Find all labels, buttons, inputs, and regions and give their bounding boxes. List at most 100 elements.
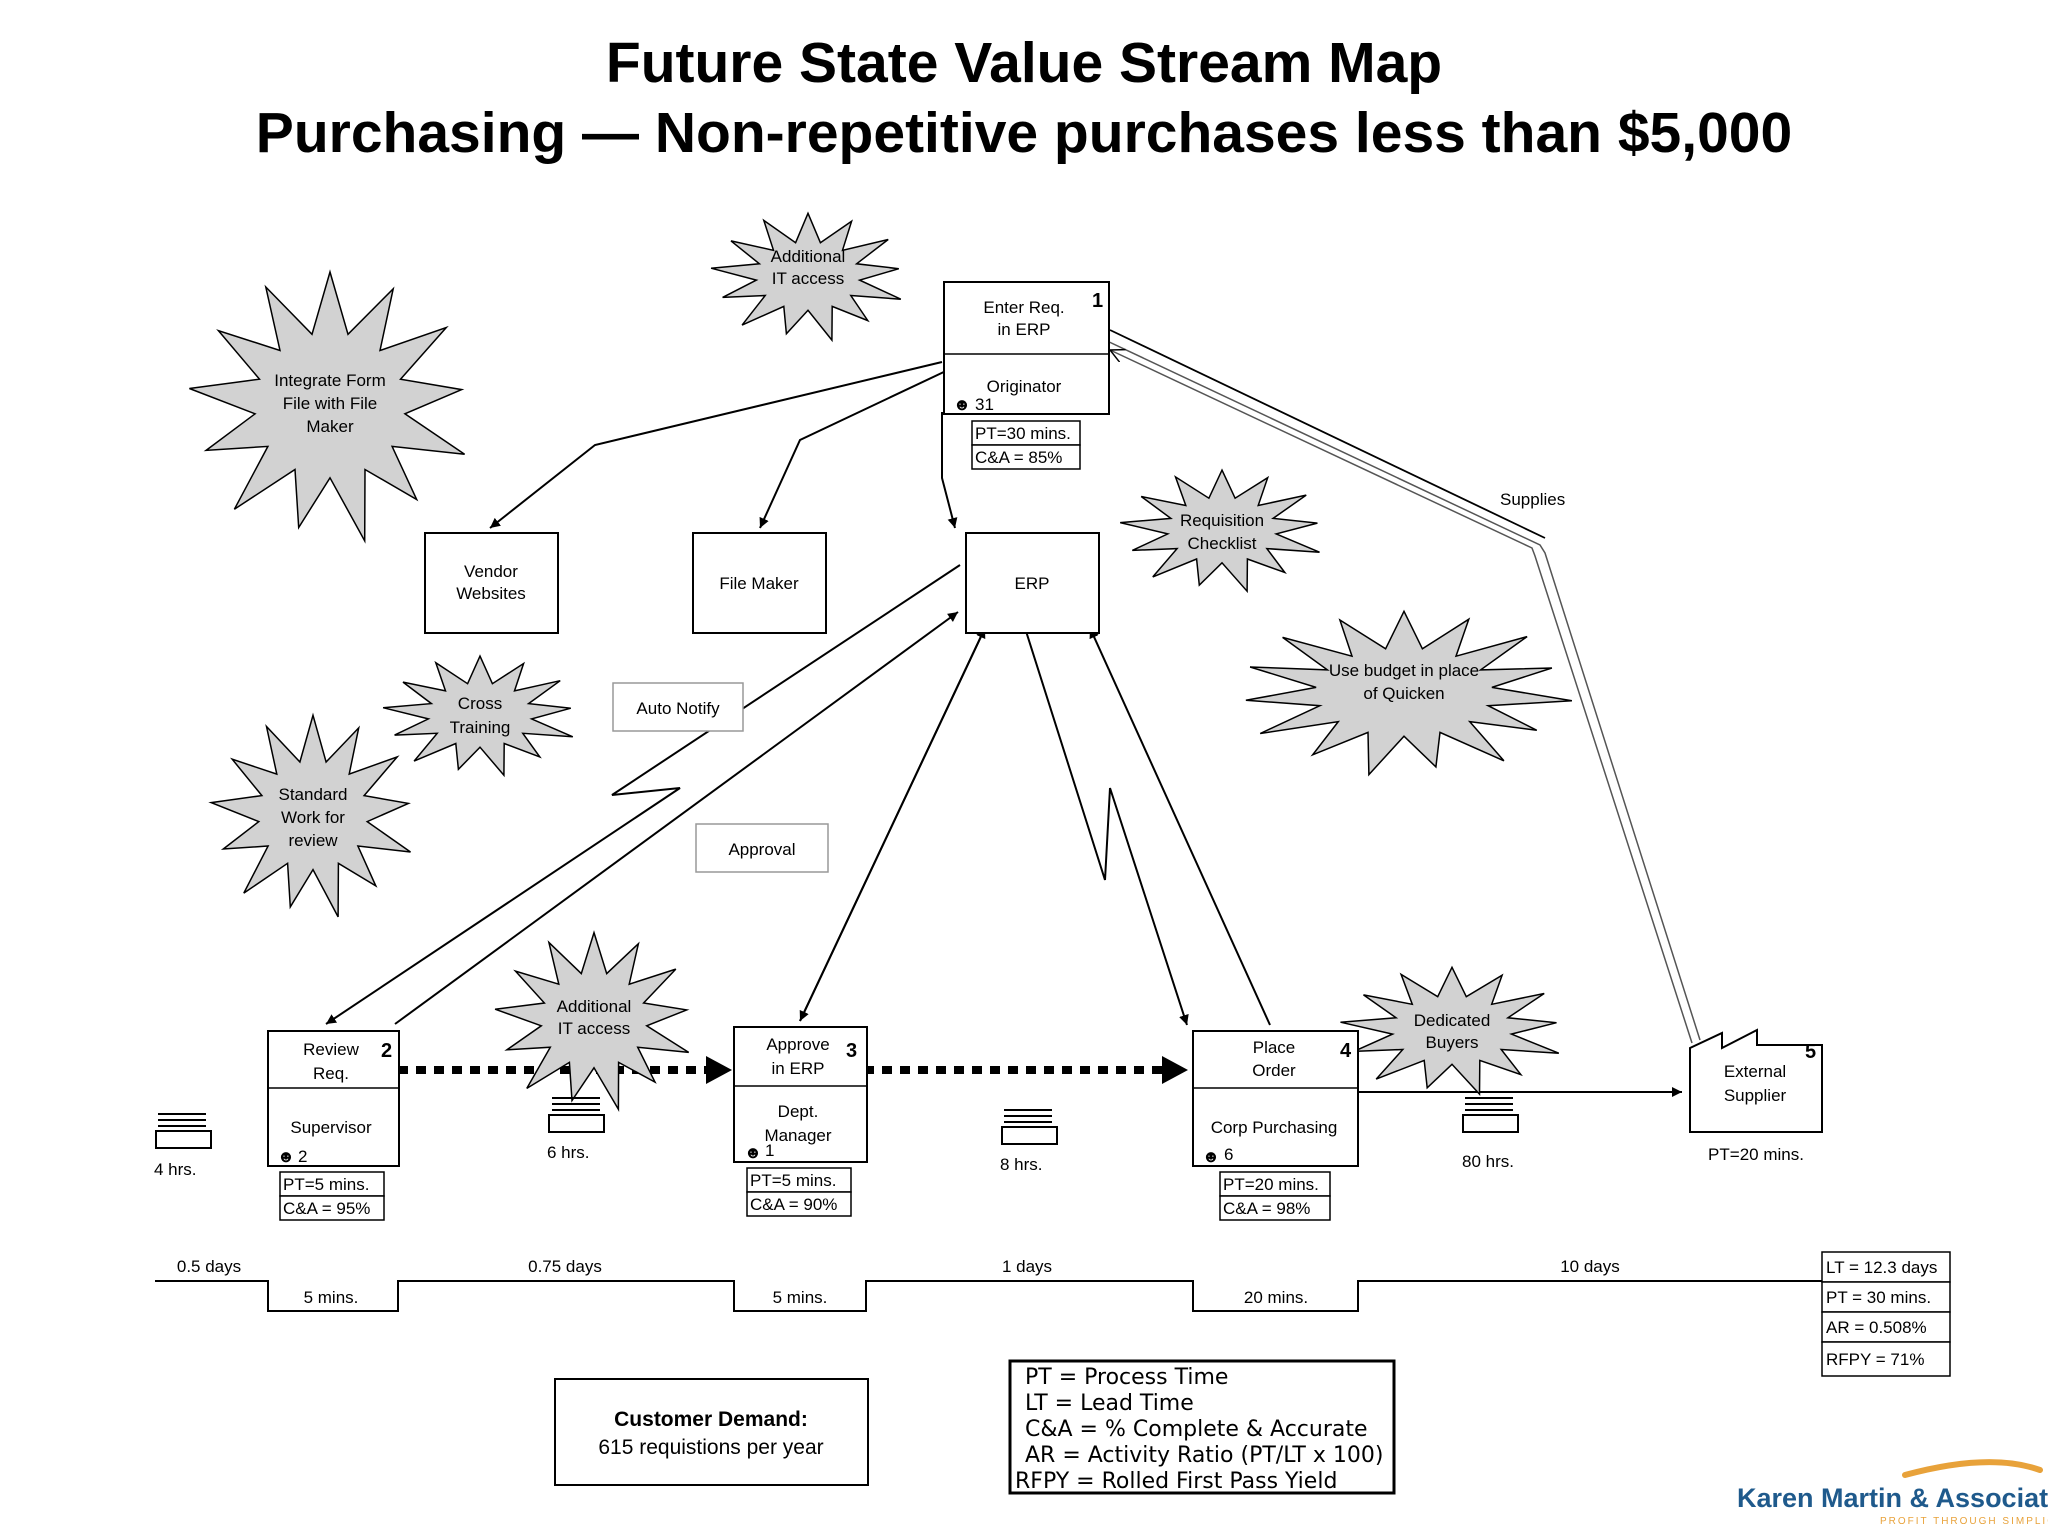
inventory-time: 8 hrs. — [1000, 1155, 1043, 1174]
process-number: 5 — [1805, 1041, 1816, 1063]
timeline: 0.5 days 0.75 days 1 days 10 days 5 mins… — [155, 1257, 1822, 1312]
signal-approval: Approval — [695, 823, 829, 873]
operator-icon: ☻ — [953, 395, 971, 414]
push-arrows — [398, 1056, 1682, 1097]
burst-label: Maker — [306, 417, 354, 436]
burst-label: IT access — [558, 1019, 630, 1038]
process-name: Enter Req. — [983, 298, 1064, 317]
inventory-time: 80 hrs. — [1462, 1152, 1514, 1171]
burst-label: Standard — [279, 785, 348, 804]
process-name: Review — [303, 1040, 359, 1059]
customer-demand-label: Customer Demand: — [614, 1408, 808, 1431]
complete-accurate: C&A = 90% — [750, 1195, 837, 1214]
rolled-first-pass-yield: RFPY = 71% — [1826, 1350, 1924, 1369]
supplies-flow-outer — [1104, 339, 1701, 1041]
process-number: 1 — [1092, 290, 1103, 312]
timeline-process-time: 20 mins. — [1244, 1288, 1308, 1307]
process-name: Order — [1252, 1061, 1296, 1080]
svg-text:File Maker: File Maker — [719, 574, 799, 593]
process-name: in ERP — [772, 1059, 825, 1078]
flow-to-file-maker — [759, 369, 949, 529]
process-name: Place — [1253, 1038, 1296, 1057]
erp-approve-flow-b — [799, 627, 986, 1022]
process-box-enter-req: 1 Enter Req.in ERP Originator ☻ 31 PT=30… — [943, 281, 1110, 470]
burst-label: Checklist — [1188, 534, 1257, 553]
legend-item: C&A = % Complete & Accurate — [1025, 1417, 1368, 1442]
legend-item: RFPY = Rolled First Pass Yield — [1015, 1469, 1337, 1494]
legend-item: LT = Lead Time — [1025, 1391, 1194, 1416]
process-time: PT=5 mins. — [283, 1175, 369, 1194]
timeline-process-time: 5 mins. — [304, 1288, 359, 1307]
company-logo: Karen Martin & Associates PROFIT THROUGH… — [1737, 1459, 2048, 1527]
legend-item: PT = Process Time — [1025, 1365, 1228, 1390]
auto-notify-flow — [325, 564, 961, 1025]
place-order-to-erp-flow — [1089, 627, 1271, 1026]
push-arrow-head-2-3 — [706, 1056, 732, 1084]
process-number: 3 — [846, 1040, 857, 1062]
approval-flow — [394, 611, 959, 1025]
operator-count: 1 — [765, 1141, 774, 1160]
system-erp: ERP — [965, 532, 1100, 634]
burst-label: Buyers — [1426, 1033, 1479, 1052]
inventory-queue-3: 8 hrs. — [1000, 1109, 1058, 1174]
process-number: 2 — [381, 1040, 392, 1062]
complete-accurate: C&A = 85% — [975, 448, 1062, 467]
page-title: Future State Value Stream Map — [605, 31, 1443, 95]
burst-label: File with File — [283, 394, 377, 413]
signal-supplies: Supplies — [1500, 490, 1565, 509]
information-flows — [325, 329, 1701, 1044]
complete-accurate: C&A = 95% — [283, 1199, 370, 1218]
operator-count: 6 — [1224, 1145, 1233, 1164]
signal-auto-notify: Auto Notify — [612, 682, 744, 732]
timeline-wait: 0.5 days — [177, 1257, 241, 1276]
process-role: Dept. — [778, 1102, 819, 1121]
customer-demand-value: 615 requistions per year — [598, 1436, 823, 1459]
customer-demand-box: Customer Demand: 615 requistions per yea… — [554, 1378, 869, 1486]
inventory-queue-4: 80 hrs. — [1462, 1097, 1519, 1171]
inventory-icons: 4 hrs. 6 hrs. 8 hrs. 80 hrs. — [154, 1097, 1519, 1179]
burst-label: Cross — [458, 694, 502, 713]
supplier-name: Supplier — [1724, 1086, 1787, 1105]
logo-wordmark: Karen Martin & Associates — [1737, 1483, 2048, 1513]
process-time: PT=5 mins. — [750, 1171, 836, 1190]
timeline-wait: 1 days — [1002, 1257, 1052, 1276]
burst-label: Requisition — [1180, 511, 1264, 530]
burst-label: Training — [450, 718, 511, 737]
svg-text:Enter Req.in ERP: Enter Req.in ERP — [983, 298, 1064, 339]
inventory-queue-1: 4 hrs. — [154, 1113, 212, 1179]
flow-to-vendor-websites — [489, 361, 943, 529]
svg-text:Auto Notify: Auto Notify — [636, 699, 720, 718]
burst-label: of Quicken — [1363, 684, 1444, 703]
process-role: Corp Purchasing — [1211, 1118, 1338, 1137]
supplier-name: External — [1724, 1062, 1786, 1081]
process-time: PT=30 mins. — [975, 424, 1071, 443]
supplies-flow-top — [1109, 329, 1546, 539]
flow-to-erp — [941, 412, 958, 529]
logo-tagline: PROFIT THROUGH SIMPLICITY — [1880, 1516, 2048, 1527]
process-time: PT=20 mins. — [1223, 1175, 1319, 1194]
process-time-total: PT = 30 mins. — [1826, 1288, 1931, 1307]
burst-label: Work for — [281, 808, 345, 827]
inventory-time: 6 hrs. — [547, 1143, 590, 1162]
summary-metrics: LT = 12.3 days PT = 30 mins. AR = 0.508%… — [1821, 1251, 1951, 1377]
operator-icon: ☻ — [744, 1143, 762, 1162]
